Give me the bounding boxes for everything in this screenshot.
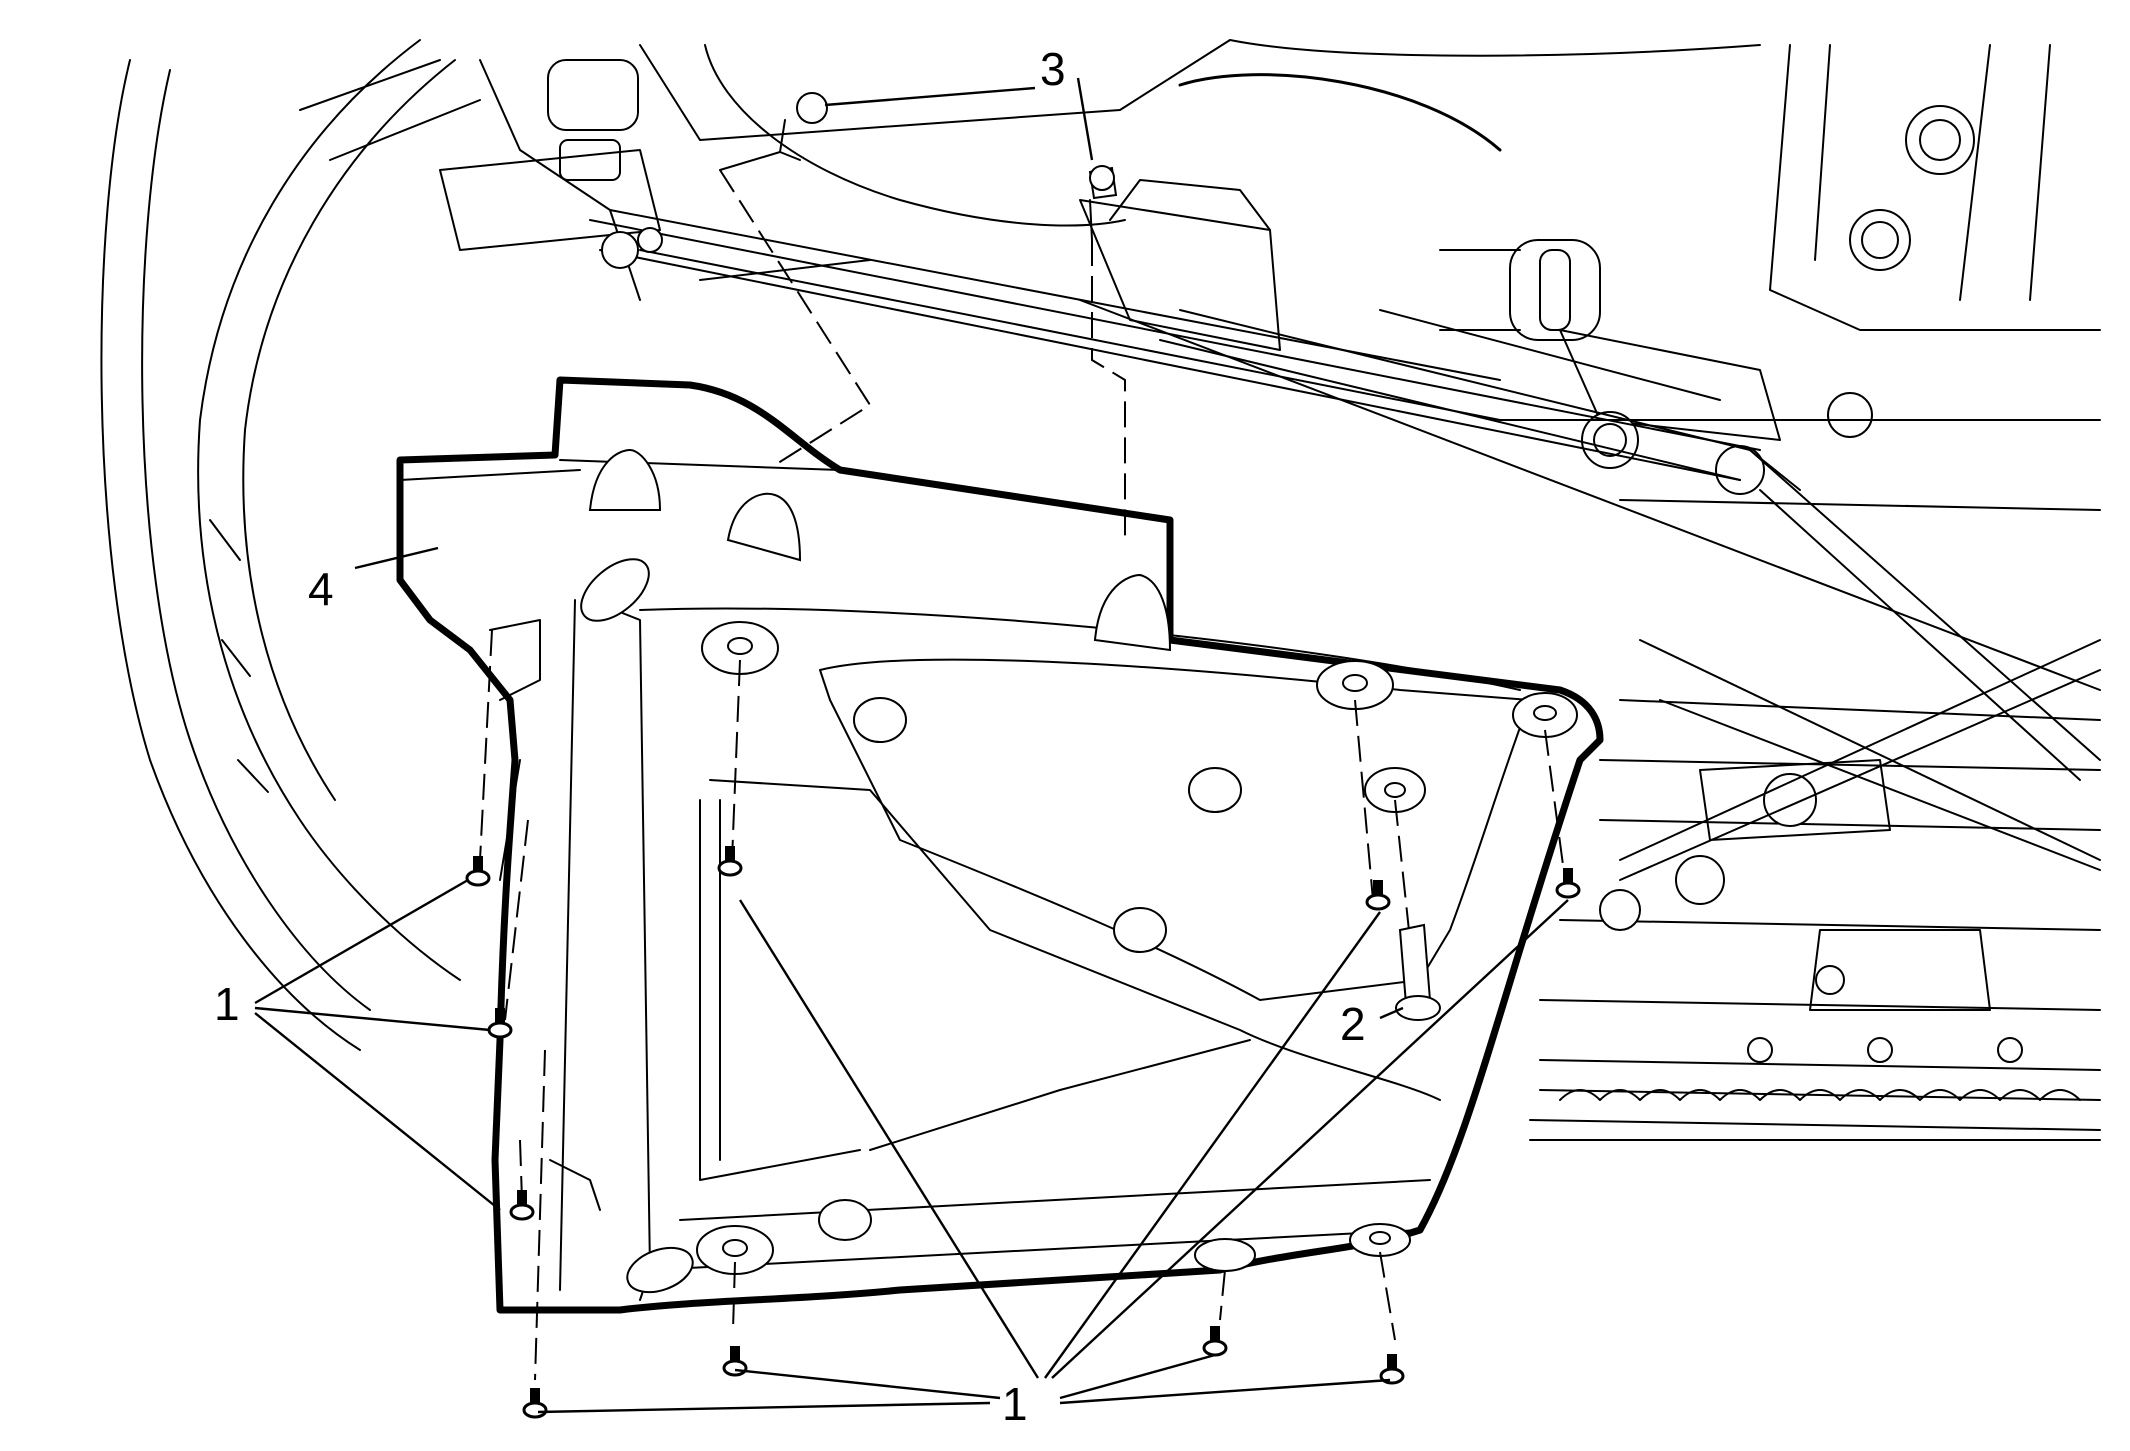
callout-3: 3 — [1040, 43, 1066, 95]
screw-fasteners — [465, 846, 1581, 1419]
screw-8 — [1202, 1326, 1228, 1357]
callout-labels: 3 4 2 1 1 — [214, 43, 1366, 1430]
screw-9 — [1379, 1354, 1405, 1385]
frame-rail-background — [1499, 44, 2101, 1141]
callout-4: 4 — [308, 563, 334, 615]
splash-shield — [396, 376, 1604, 1314]
callout-1-left: 1 — [214, 978, 240, 1030]
screw-1 — [465, 856, 491, 887]
diagonal-brace — [589, 219, 2101, 881]
screw-2 — [487, 1008, 513, 1039]
wheel-arch-background — [100, 39, 641, 1051]
screw-10 — [522, 1388, 548, 1419]
crossmember-background — [439, 39, 2101, 781]
callout-1-bottom: 1 — [1002, 1378, 1028, 1430]
nut-fasteners — [719, 92, 1118, 241]
callout-2: 2 — [1340, 998, 1366, 1050]
screw-6 — [1555, 868, 1581, 899]
screw-3 — [509, 1190, 535, 1221]
callout-leaders — [254, 77, 1569, 1414]
screw-4 — [717, 846, 743, 877]
push-pin-retainer — [1395, 923, 1441, 1021]
screw-5 — [1365, 880, 1391, 911]
